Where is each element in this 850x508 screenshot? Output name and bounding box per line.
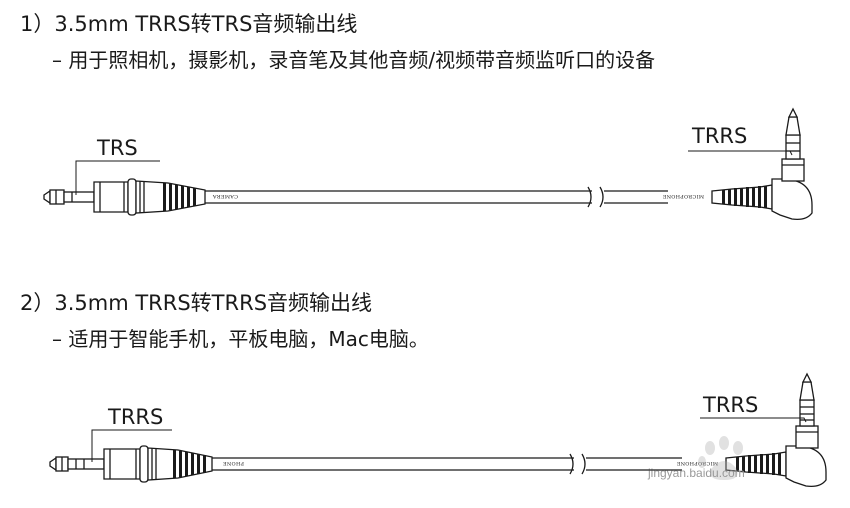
section2-heading: 2）3.5mm TRRS转TRRS音频输出线 bbox=[20, 291, 373, 315]
trs-to-trrs-cable-diagram: CAMERA MICROPHONE TRS TRRS bbox=[43, 107, 813, 221]
baidu-paw-watermark-icon bbox=[698, 436, 743, 480]
section2-subtitle: – 适用于智能手机，平板电脑，Mac电脑。 bbox=[52, 327, 429, 351]
section1-subtitle: – 用于照相机，摄影机，录音笔及其他音频/视频带音频监听口的设备 bbox=[52, 48, 656, 72]
cable-print-microphone-2: MICROPHONE bbox=[676, 460, 718, 466]
label-trrs-left-2: TRRS bbox=[107, 405, 163, 429]
cable-print-microphone: MICROPHONE bbox=[662, 193, 704, 199]
trrs-to-trrs-cable-diagram: PHONE MICROPHONE TRRS TRRS bbox=[49, 372, 827, 488]
label-trs: TRS bbox=[96, 136, 138, 160]
section1-heading: 1）3.5mm TRRS转TRS音频输出线 bbox=[20, 12, 358, 36]
cable-print-phone: PHONE bbox=[223, 460, 244, 466]
label-trrs-right-1: TRRS bbox=[691, 124, 747, 148]
cable-print-camera: CAMERA bbox=[213, 193, 238, 199]
watermark-brand-url: jingyan.baidu.com bbox=[648, 466, 745, 480]
label-trrs-right-2: TRRS bbox=[702, 393, 758, 417]
